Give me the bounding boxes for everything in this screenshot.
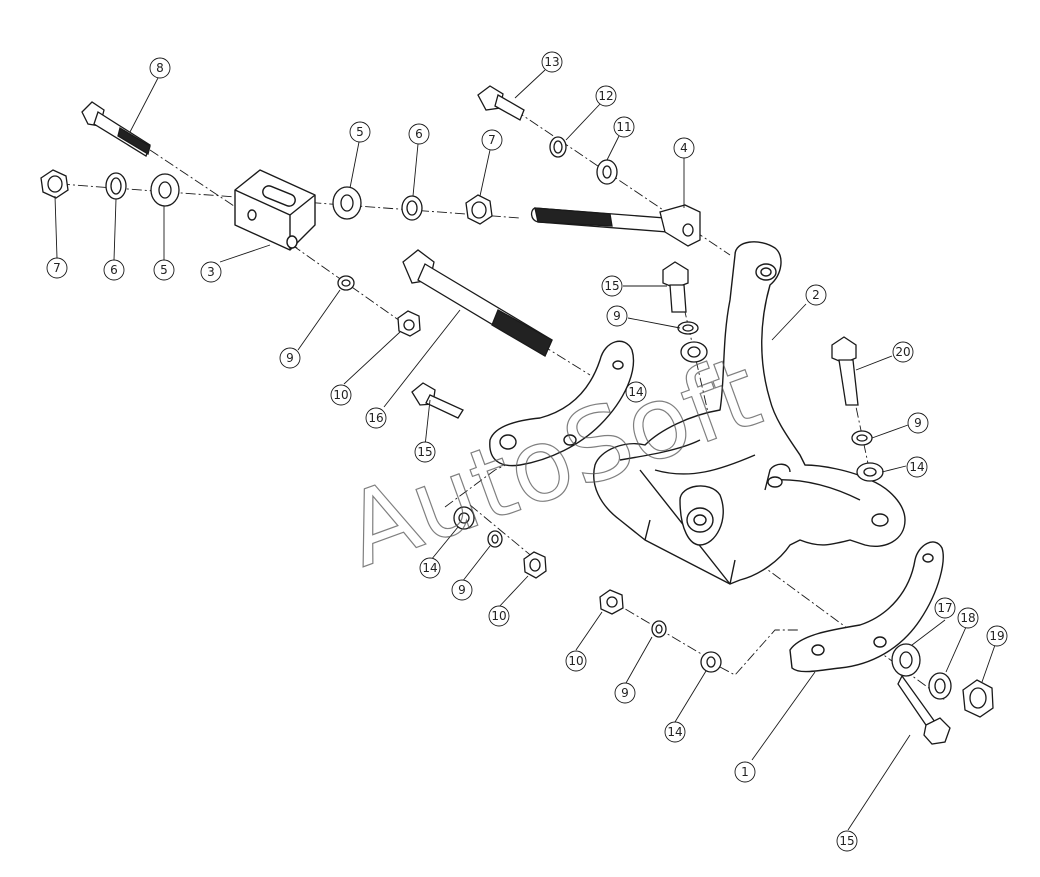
- callout-9-right: 9: [907, 412, 929, 434]
- bolt-long-upper-left: [81, 101, 151, 157]
- callout-14-lower: 14: [664, 721, 686, 743]
- callout-9-upper-left: 9: [279, 347, 301, 369]
- callout-number: 1: [741, 765, 749, 779]
- callout-number: 5: [356, 125, 364, 139]
- bolt-large-center: [402, 249, 553, 357]
- callout-8: 8: [149, 57, 171, 79]
- callout-number: 8: [156, 61, 164, 75]
- callout-number: 15: [604, 279, 619, 293]
- callout-6: 6: [408, 123, 430, 145]
- callout-number: 11: [616, 120, 631, 134]
- callout-number: 15: [839, 834, 854, 848]
- callout-16: 16: [365, 407, 387, 429]
- adjuster-block: [234, 169, 316, 251]
- callout-number: 2: [812, 288, 820, 302]
- curved-plate-lower: [789, 541, 944, 673]
- callout-5: 5: [349, 121, 371, 143]
- callout-12: 12: [595, 85, 617, 107]
- callout-14-center: 14: [625, 381, 647, 403]
- callout-number: 15: [417, 445, 432, 459]
- leader-lines: [54, 69, 996, 831]
- callout-15-top: 15: [601, 275, 623, 297]
- callout-number: 9: [286, 351, 294, 365]
- callout-number: 18: [960, 611, 975, 625]
- curved-plate-upper: [489, 340, 635, 467]
- callout-11: 11: [613, 116, 635, 138]
- callout-7: 7: [481, 129, 503, 151]
- bolt-vertical-right: [831, 336, 859, 406]
- callout-number: 14: [667, 725, 682, 739]
- callout-7-left: 7: [46, 257, 68, 279]
- main-bracket: [593, 241, 906, 585]
- callout-15-left: 15: [414, 441, 436, 463]
- bolt-lower-right: [897, 674, 951, 745]
- bolt-upper-middle: [477, 85, 525, 121]
- callout-9-lower-left: 9: [451, 579, 473, 601]
- callout-number: 6: [110, 263, 118, 277]
- callout-14-lower-left: 14: [419, 557, 441, 579]
- callout-9-top: 9: [606, 305, 628, 327]
- callout-number: 16: [368, 411, 383, 425]
- callout-number: 6: [415, 127, 423, 141]
- callout-14-right: 14: [906, 456, 928, 478]
- callout-4: 4: [673, 137, 695, 159]
- callout-number: 10: [333, 388, 348, 402]
- fasteners: [40, 136, 994, 718]
- callout-number: 13: [544, 55, 559, 69]
- callout-10-lower: 10: [565, 650, 587, 672]
- callout-number: 10: [491, 609, 506, 623]
- callout-15-bottom: 15: [836, 830, 858, 852]
- callout-13: 13: [541, 51, 563, 73]
- callout-2: 2: [805, 284, 827, 306]
- callout-number: 9: [914, 416, 922, 430]
- callout-10-upper: 10: [330, 384, 352, 406]
- callout-3: 3: [200, 261, 222, 283]
- callout-number: 7: [53, 261, 61, 275]
- callout-number: 9: [621, 686, 629, 700]
- callout-number: 9: [613, 309, 621, 323]
- callout-number: 4: [680, 141, 688, 155]
- callout-number: 14: [422, 561, 437, 575]
- bolt-left-middle: [411, 382, 464, 419]
- callout-10-lower-left: 10: [488, 605, 510, 627]
- callout-number: 9: [458, 583, 466, 597]
- callout-1: 1: [734, 761, 756, 783]
- callout-number: 17: [937, 601, 952, 615]
- callout-number: 14: [909, 460, 924, 474]
- callout-18: 18: [957, 607, 979, 629]
- callout-number: 14: [628, 385, 643, 399]
- callout-19: 19: [986, 625, 1008, 647]
- callout-number: 5: [160, 263, 168, 277]
- callout-number: 10: [568, 654, 583, 668]
- callout-5-left: 5: [153, 259, 175, 281]
- callout-number: 19: [989, 629, 1004, 643]
- callout-17: 17: [934, 597, 956, 619]
- callout-number: 20: [895, 345, 910, 359]
- callout-9-lower: 9: [614, 682, 636, 704]
- bolt-vertical-top: [662, 261, 689, 313]
- callout-number: 7: [488, 133, 496, 147]
- callout-20: 20: [892, 341, 914, 363]
- callout-6-left: 6: [103, 259, 125, 281]
- callout-number: 12: [598, 89, 613, 103]
- callout-labels: 8 13 12 11 5 6 7 4 7 6 5 3 15 2 9 20 9 1…: [46, 51, 1008, 852]
- threaded-rod: [530, 204, 701, 247]
- callout-number: 3: [207, 265, 215, 279]
